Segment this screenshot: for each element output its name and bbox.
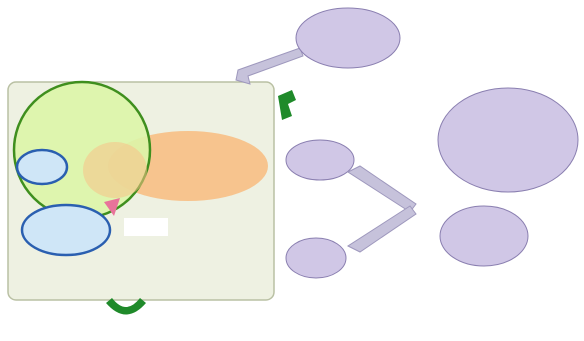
- pink-callout-box: [124, 218, 168, 236]
- top-gray-arrow: [235, 47, 304, 85]
- green-arrow-icon: [278, 90, 296, 120]
- bottom-bubble: [285, 237, 347, 279]
- pink-marker: [104, 198, 120, 216]
- middle-bubble: [285, 139, 355, 181]
- overlap-region: [83, 142, 147, 198]
- blue-bottom-ellipse: [20, 203, 112, 257]
- top-bubble: [295, 7, 401, 69]
- fork-arrow-upper: [346, 165, 417, 213]
- blue-small-ellipse: [15, 148, 69, 186]
- bottom-right-bubble: [439, 205, 529, 267]
- fork-arrow-lower: [346, 205, 417, 253]
- big-bubble: [437, 87, 579, 193]
- bottom-arrow-icon: [106, 298, 146, 315]
